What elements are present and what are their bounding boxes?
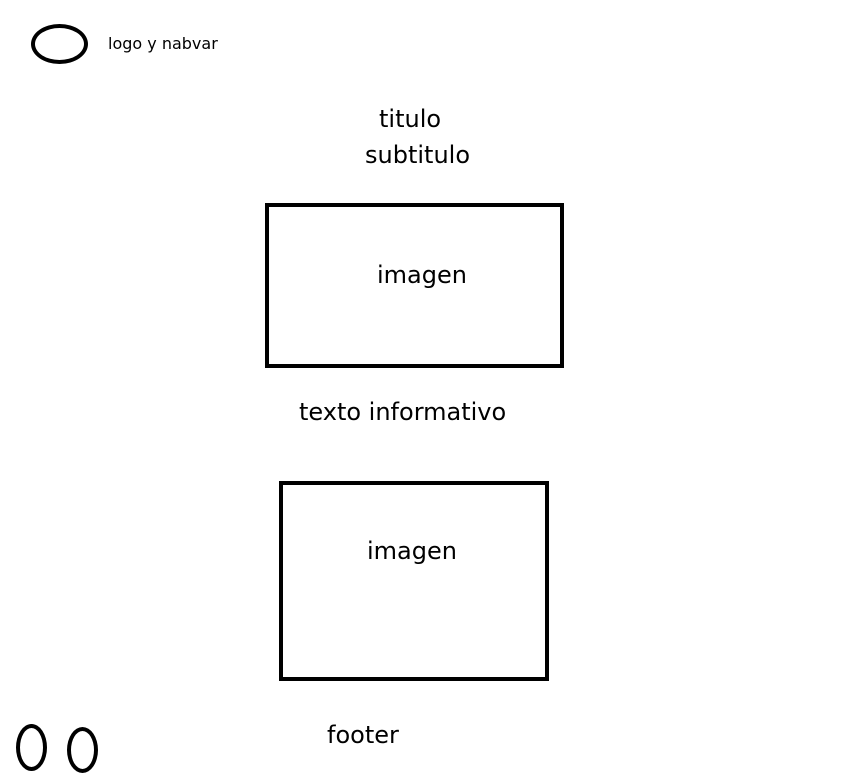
footer-label: footer xyxy=(327,721,399,749)
footer-oval-icon-2[interactable] xyxy=(67,727,98,773)
image-placeholder-1 xyxy=(265,203,564,368)
info-text: texto informativo xyxy=(299,398,507,426)
logo-icon[interactable] xyxy=(31,24,88,64)
image-placeholder-2 xyxy=(279,481,549,681)
image-placeholder-2-label: imagen xyxy=(367,537,457,565)
nav-label: logo y nabvar xyxy=(108,34,218,53)
image-placeholder-1-label: imagen xyxy=(377,261,467,289)
footer-oval-icon-1[interactable] xyxy=(16,724,47,771)
page-title: titulo xyxy=(379,105,442,133)
page-subtitle: subtitulo xyxy=(365,141,470,169)
